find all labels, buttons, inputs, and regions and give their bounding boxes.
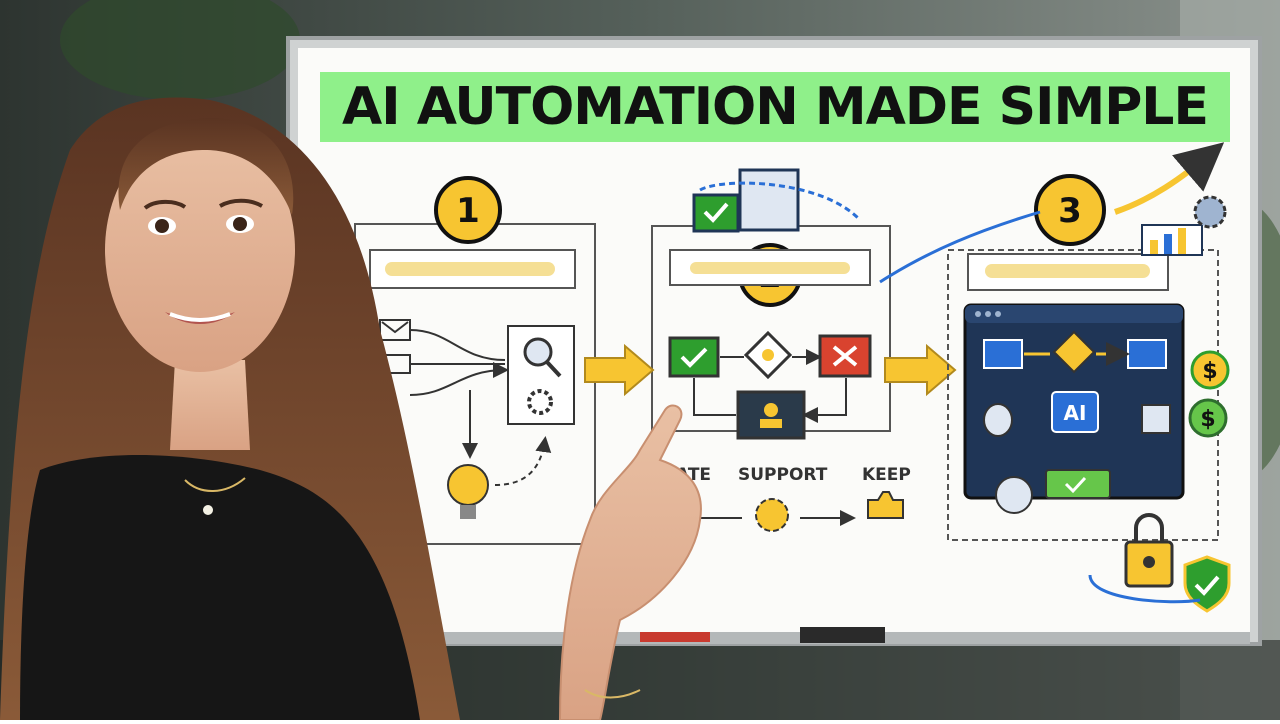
presenter-body: [20, 455, 420, 720]
keep-hand-icon: [867, 491, 904, 519]
database-icon: [983, 403, 1013, 437]
pointing-hand: [558, 404, 702, 721]
svg-text:$: $: [1200, 407, 1215, 432]
page-title: AI AUTOMATION MADE SIMPLE: [342, 77, 1209, 137]
svg-text:3: 3: [1058, 191, 1082, 231]
settings-gear-icon: [1193, 195, 1227, 229]
presenter-face: [105, 128, 295, 372]
document-icon: [983, 339, 1023, 369]
grid-icon: [1141, 404, 1171, 434]
step3-badge: 3: [1034, 174, 1106, 246]
step3-panel: [947, 249, 1219, 541]
shield-check-icon: [1183, 555, 1231, 613]
support-gears-icon: [755, 498, 789, 532]
svg-text:AI: AI: [1064, 401, 1087, 425]
svg-text:$: $: [1202, 359, 1217, 384]
document-icon-right: [1127, 339, 1167, 369]
necklace: [184, 477, 246, 492]
check-card-icon: [692, 193, 740, 233]
database-icon-bottom: [995, 476, 1033, 514]
process-diamond: [1052, 330, 1096, 374]
approve-icon: [668, 336, 720, 378]
growth-arrow: [1114, 142, 1225, 215]
marker-red: [640, 632, 710, 642]
ai-chip: [1051, 391, 1099, 433]
marker-black: [800, 627, 885, 643]
svg-text:SUPPORT: SUPPORT: [738, 465, 828, 485]
clipboard-icon: [738, 168, 800, 232]
marker-tray: [300, 632, 1250, 644]
blue-curve-arrow: [879, 210, 1041, 284]
magnifier-icon: [523, 337, 553, 367]
dollar-coin-top: [1190, 350, 1230, 390]
svg-text:KEEP: KEEP: [862, 465, 911, 485]
flow-arrow-2: [884, 343, 957, 397]
dollar-coin-bottom: [1188, 398, 1228, 438]
plant-leaves: [60, 0, 300, 100]
flow-arrow-1: [584, 343, 655, 397]
lightbulb-icon: [447, 464, 489, 506]
step1-badge: 1: [434, 176, 502, 244]
presenter-neck: [170, 360, 250, 450]
svg-text:1: 1: [456, 191, 480, 231]
gear-icon: [527, 389, 553, 415]
title-banner: [320, 72, 1230, 142]
